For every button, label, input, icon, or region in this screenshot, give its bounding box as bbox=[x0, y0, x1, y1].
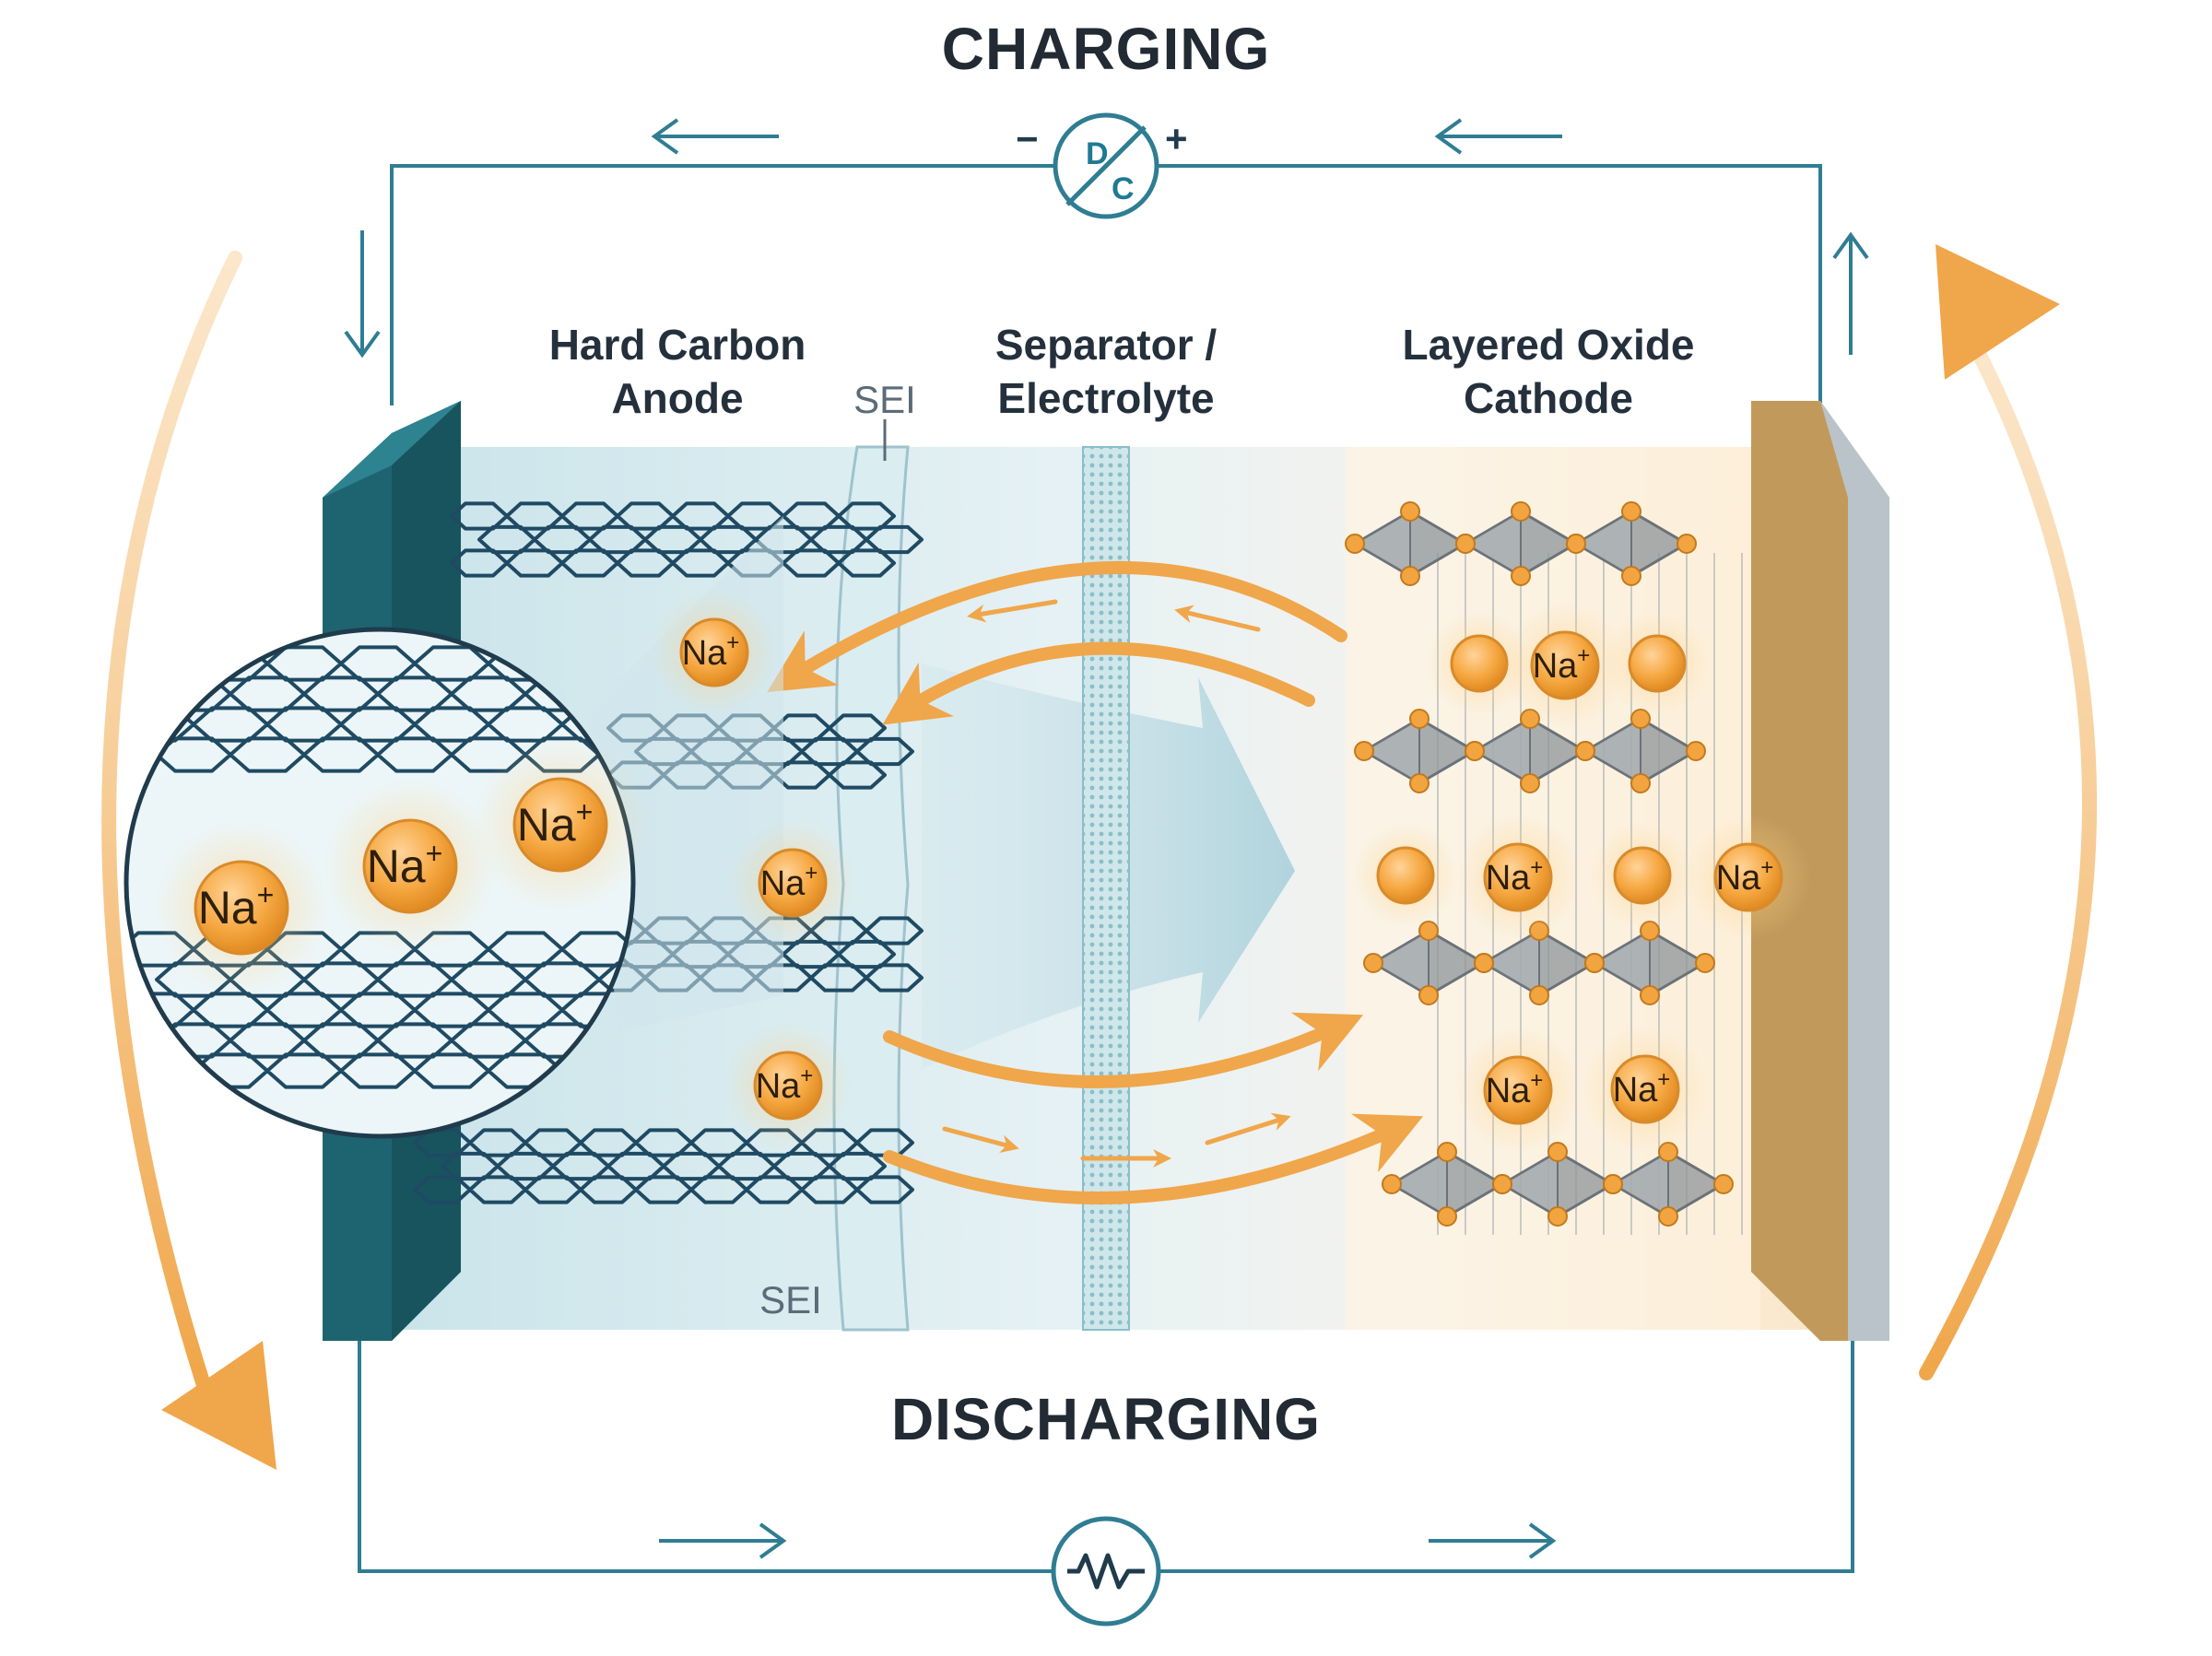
na-ion-anode-2: Na+ bbox=[729, 819, 856, 946]
anode-label-line1: Hard Carbon bbox=[549, 321, 806, 369]
electron-flow-arrows bbox=[344, 118, 1869, 1559]
na-ion-cathode-plain-1 bbox=[1427, 611, 1532, 716]
na-ion-cathode-plain-2 bbox=[1605, 611, 1710, 716]
separator-label-line2: Electrolyte bbox=[997, 374, 1214, 422]
discharging-ion-arrows bbox=[883, 1012, 1424, 1204]
cathode-label-line2: Cathode bbox=[1464, 374, 1633, 422]
na-ion-anode-3: Na+ bbox=[724, 1022, 852, 1149]
na-ion-anode-1: Na+ bbox=[651, 589, 778, 716]
na-ion-zoom-3: Na+ bbox=[473, 737, 648, 912]
resistor-icon bbox=[1051, 1516, 1161, 1627]
cathode-label-line1: Layered Oxide bbox=[1402, 321, 1694, 369]
dc-letter-d: D bbox=[1086, 136, 1109, 171]
separator-membrane bbox=[1082, 446, 1130, 1331]
dc-letter-c: C bbox=[1112, 171, 1135, 206]
separator-label-line1: Separator / bbox=[995, 321, 1218, 369]
carbon-sheet-4 bbox=[413, 1128, 914, 1204]
oxide-layer-1 bbox=[1345, 501, 1697, 586]
na-ion-cathode-2: Na+ bbox=[1454, 814, 1582, 941]
dc-minus-sign: − bbox=[1016, 117, 1039, 160]
na-ion-cathode-5: Na+ bbox=[1582, 1026, 1709, 1153]
charge-cycle-arrow bbox=[1919, 244, 2098, 1380]
component-labels: Hard Carbon Anode Separator / Electrolyt… bbox=[549, 321, 1695, 1321]
na-ion-zoom-2: Na+ bbox=[323, 779, 498, 954]
na-ion-cathode-plain-3 bbox=[1353, 823, 1458, 928]
na-ion-zoom-1: Na+ bbox=[154, 820, 329, 995]
charging-ion-arrows bbox=[767, 560, 1347, 725]
external-circuit bbox=[358, 164, 1854, 1573]
oxide-layer-2 bbox=[1354, 709, 1706, 793]
cathode-current-collector bbox=[1751, 401, 1889, 1341]
oxide-layer-3 bbox=[1363, 921, 1715, 1005]
na-ion-cathode-plain-4 bbox=[1590, 823, 1695, 928]
anode-label-line2: Anode bbox=[611, 374, 743, 422]
discharge-cycle-arrow bbox=[101, 251, 276, 1470]
oxide-layer-4 bbox=[1382, 1142, 1734, 1227]
sodium-ions: Na+Na+Na+Na+Na+Na+Na+Na+Na+Na+Na+ bbox=[154, 589, 1812, 1154]
na-ion-cathode-1: Na+ bbox=[1501, 602, 1629, 729]
sei-label-bottom: SEI bbox=[759, 1278, 822, 1321]
dc-plus-sign: + bbox=[1165, 117, 1188, 160]
dc-source-icon: D C − + bbox=[1016, 112, 1188, 219]
discharging-title: DISCHARGING bbox=[891, 1386, 1321, 1452]
sei-label-top: SEI bbox=[853, 378, 916, 421]
na-ion-cathode-4: Na+ bbox=[1454, 1027, 1582, 1154]
na-ion-cathode-3: Na+ bbox=[1685, 814, 1812, 941]
charging-title: CHARGING bbox=[942, 16, 1270, 82]
